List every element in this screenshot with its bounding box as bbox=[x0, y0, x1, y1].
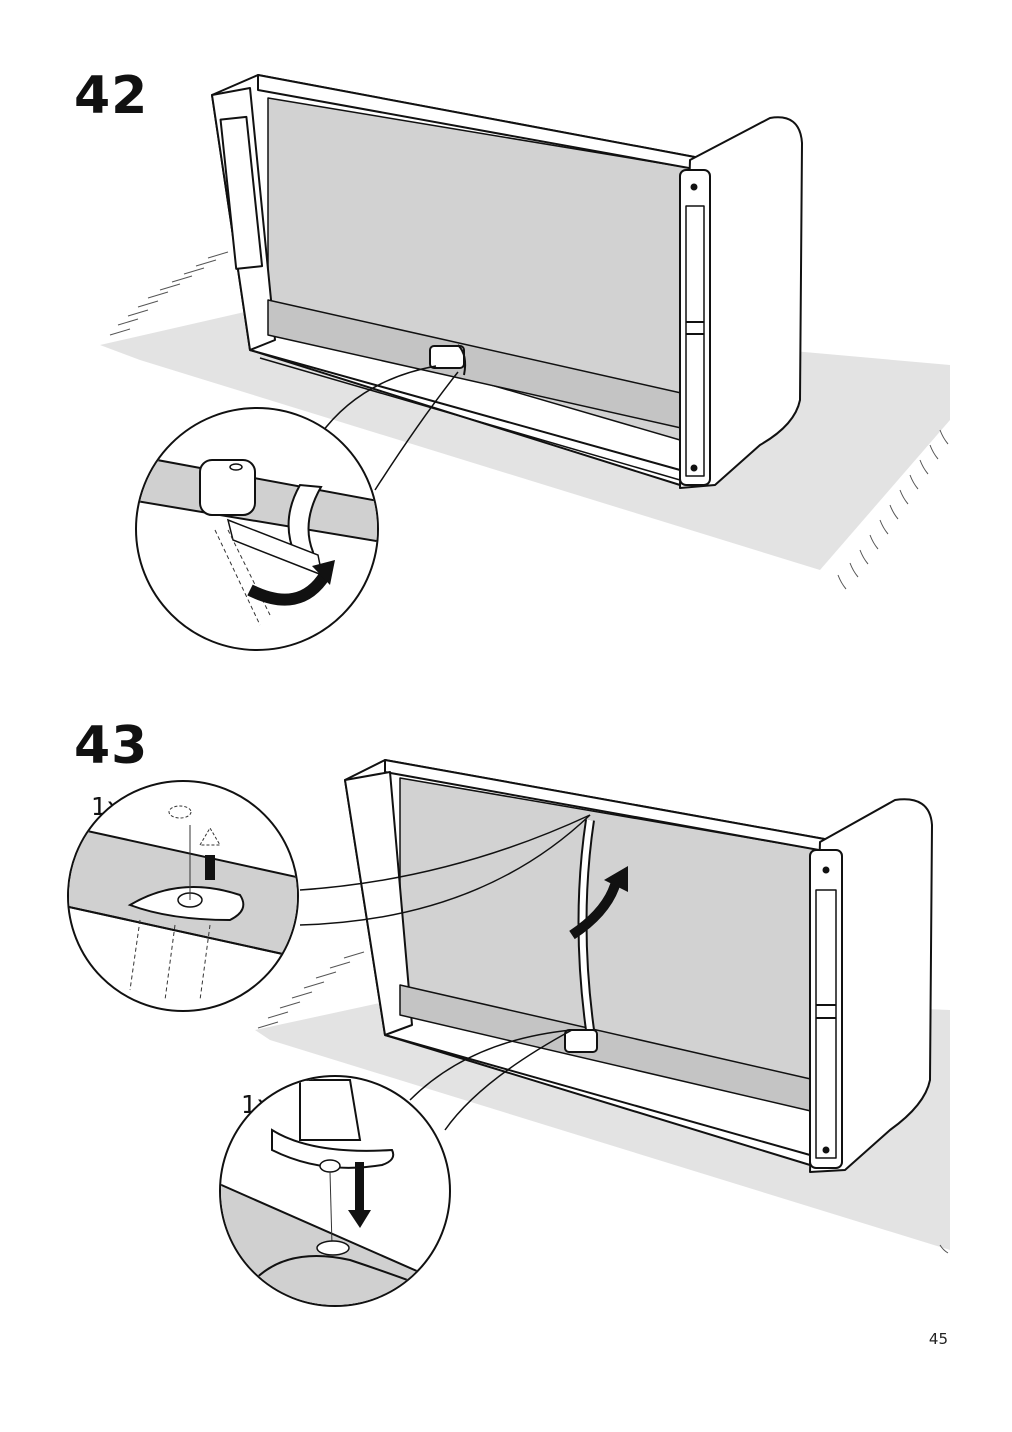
sofa-frame bbox=[344, 759, 933, 1173]
callout-connector bbox=[319, 365, 459, 491]
page-number: 45 bbox=[928, 1330, 948, 1348]
detail-circle-pin-top bbox=[67, 780, 299, 1012]
step-number-43: 43 bbox=[74, 716, 149, 776]
callout-connector bbox=[299, 814, 591, 1131]
rotate-arrow bbox=[569, 866, 628, 940]
detail-circle-strap bbox=[135, 407, 379, 651]
step-number-42: 42 bbox=[74, 66, 149, 126]
sofa-frame bbox=[211, 74, 803, 489]
detail-circle-pin-bottom bbox=[219, 1075, 451, 1307]
